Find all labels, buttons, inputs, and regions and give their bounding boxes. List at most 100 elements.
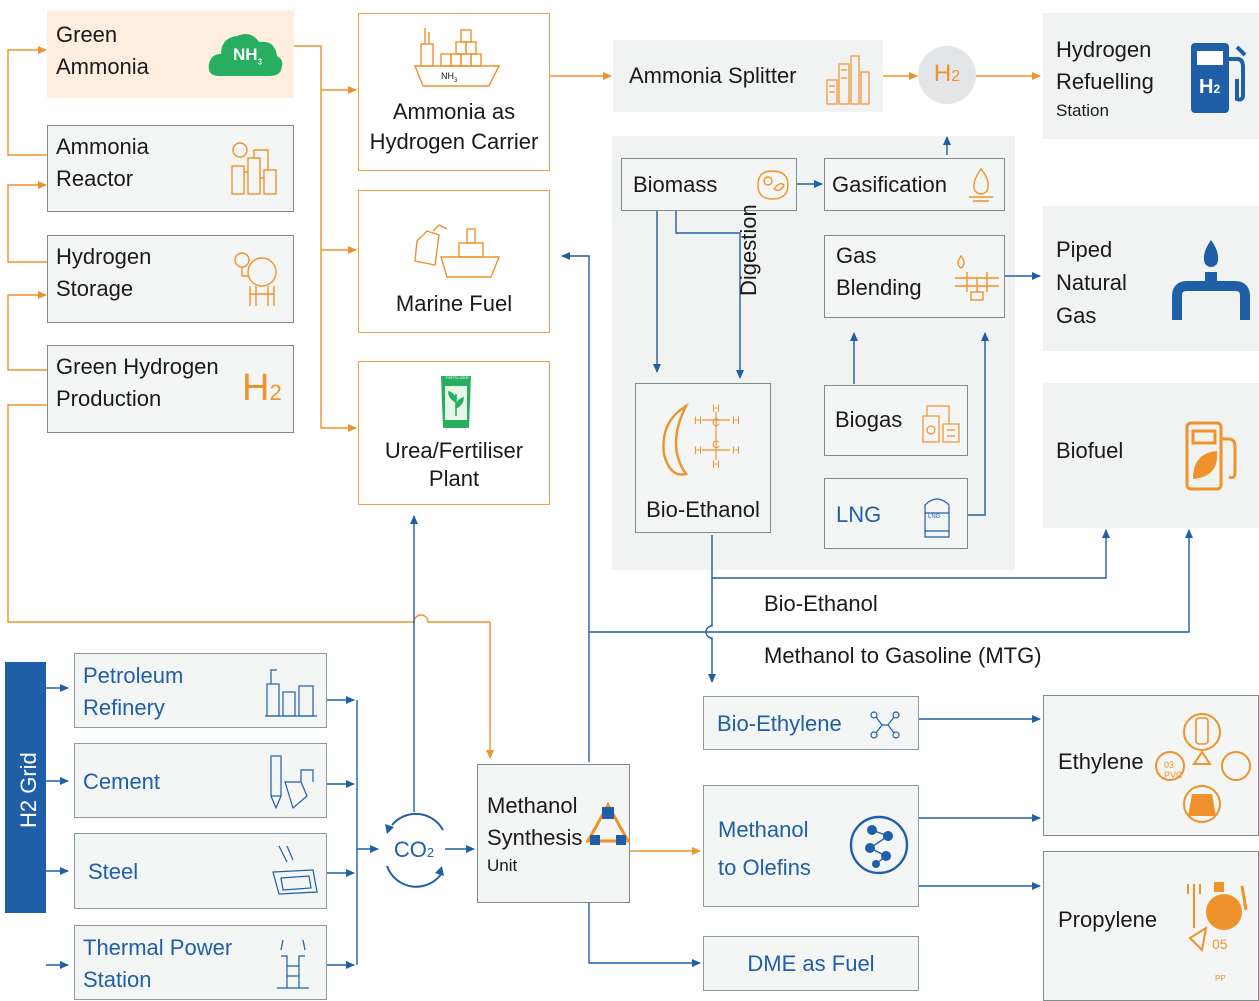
ammonia-reactor-box[interactable]: Ammonia Reactor xyxy=(47,125,294,212)
cement-box[interactable]: Cement xyxy=(74,743,327,818)
green-ammonia-box[interactable]: Green Ammonia NH3 xyxy=(47,10,294,98)
hydrogen-storage-line1: Hydrogen xyxy=(56,244,152,269)
molecule-icon xyxy=(870,711,900,739)
cargo-ship-icon xyxy=(413,28,501,87)
biofuel-box[interactable]: Biofuel xyxy=(1043,383,1259,528)
biogas-box[interactable]: Biogas xyxy=(824,385,968,456)
synthesis-line2: Synthesis xyxy=(487,825,583,850)
urea-line1: Urea/Fertiliser xyxy=(384,438,524,463)
piped-gas-line1: Piped xyxy=(1056,237,1113,262)
urea-line2: Plant xyxy=(428,466,480,491)
biomass-icon xyxy=(757,170,789,200)
bio-ethylene-label: Bio-Ethylene xyxy=(717,711,842,736)
green-cloud-icon xyxy=(208,34,283,76)
steel-ladle-icon xyxy=(272,845,318,895)
refinery-line1: Petroleum xyxy=(83,663,184,688)
lng-box[interactable]: LNG LNG xyxy=(824,478,968,549)
station-line2: Refuelling xyxy=(1056,69,1154,94)
bio-ethylene-box[interactable]: Bio-Ethylene xyxy=(703,696,919,750)
pvc-code: 03 xyxy=(1164,760,1175,770)
pump-symbol-sub: 2 xyxy=(1213,82,1221,96)
pp-code: 05 xyxy=(1212,936,1228,952)
steel-box[interactable]: Steel xyxy=(74,833,327,909)
hydrogen-station-box[interactable]: Hydrogen Refuelling Station H2 xyxy=(1043,13,1259,139)
thermal-power-box[interactable]: Thermal Power Station xyxy=(74,925,327,1000)
lng-tank-icon xyxy=(924,498,950,538)
bio-ethanol-flow-label: Bio-Ethanol xyxy=(764,591,878,616)
refinery-icon xyxy=(826,55,870,105)
biomass-label: Biomass xyxy=(633,172,718,197)
mto-line2: to Olefins xyxy=(718,855,811,880)
storage-tank-icon xyxy=(234,252,277,306)
refinery-line2: Refinery xyxy=(83,695,165,720)
pipeline-valve-icon xyxy=(955,254,999,301)
loop-production-to-storage xyxy=(7,291,47,371)
green-hydrogen-line2: Production xyxy=(56,386,162,411)
splitter-label: Ammonia Splitter xyxy=(629,63,797,88)
lng-tank-label: LNG xyxy=(928,514,941,520)
petroleum-refinery-box[interactable]: Petroleum Refinery xyxy=(74,653,327,728)
synthesis-line3: Unit xyxy=(487,856,518,875)
biomass-digestion xyxy=(675,211,744,379)
ammonia-carrier-box[interactable]: NH3 Ammonia as Hydrogen Carrier xyxy=(358,13,550,171)
mto-line1: Methanol xyxy=(718,817,809,842)
synthesis-cycle-icon xyxy=(586,801,630,845)
svg-text:H: H xyxy=(732,445,740,457)
marine-fuel-label: Marine Fuel xyxy=(395,291,513,316)
mtg-flow-label: Methanol to Gasoline (MTG) xyxy=(764,643,1042,668)
reactor-icon xyxy=(231,142,277,195)
gas-blending-box[interactable]: Gas Blending xyxy=(824,235,1005,318)
green-hydrogen-line1: Green Hydrogen xyxy=(56,354,219,379)
svg-text:H: H xyxy=(712,459,720,471)
co2-node: CO2 xyxy=(384,832,444,868)
station-line3: Station xyxy=(1056,101,1109,120)
hydrogen-pump-icon xyxy=(1191,43,1247,113)
piped-gas-box[interactable]: Piped Natural Gas xyxy=(1043,206,1259,351)
loop-storage-to-reactor xyxy=(7,181,47,263)
green-hydrogen-production-box[interactable]: Green Hydrogen Production H2 xyxy=(47,345,294,433)
svg-text:C: C xyxy=(712,417,720,429)
methanol-synthesis-box[interactable]: Methanol Synthesis Unit xyxy=(477,764,630,903)
synthesis-line1: Methanol xyxy=(487,793,578,818)
piped-gas-line2: Natural xyxy=(1056,270,1127,295)
steel-label: Steel xyxy=(88,859,139,884)
nh3-badge-sub: 3 xyxy=(257,57,263,67)
propylene-products-icon xyxy=(1187,882,1248,953)
h2-node-sub: 2 xyxy=(951,68,961,85)
biogas-plant-icon xyxy=(922,405,960,443)
ammonia-splitter-box[interactable]: Ammonia Splitter xyxy=(613,40,883,112)
pvc-label: PVC xyxy=(1164,770,1183,780)
dme-fuel-box[interactable]: DME as Fuel xyxy=(703,936,919,991)
propylene-box[interactable]: Propylene 05 PP xyxy=(1043,851,1259,1001)
refinery-plant-icon xyxy=(265,669,317,717)
green-ammonia-line2: Ammonia xyxy=(56,54,149,79)
thermal-line1: Thermal Power xyxy=(83,935,233,960)
lng-label: LNG xyxy=(836,502,882,527)
station-line1: Hydrogen xyxy=(1056,37,1152,62)
digestion-label: Digestion xyxy=(736,204,761,296)
methanol-to-dme xyxy=(588,903,701,967)
loop-reactor-to-ammonia xyxy=(7,46,47,156)
svg-text:H: H xyxy=(732,415,740,427)
h2-grid-label: H2 Grid xyxy=(16,752,41,828)
h2-grid-bar[interactable]: H2 Grid xyxy=(5,662,46,913)
gas-blending-line1: Gas xyxy=(836,243,877,268)
gas-pipe-icon xyxy=(1172,240,1250,320)
hydrogen-storage-box[interactable]: Hydrogen Storage xyxy=(47,235,294,323)
methanol-to-olefins-box[interactable]: Methanol to Olefins xyxy=(703,785,919,907)
urea-plant-box[interactable]: FERTILIZER Urea/Fertiliser Plant xyxy=(358,361,550,505)
biomass-box[interactable]: Biomass xyxy=(621,158,797,211)
gasification-label: Gasification xyxy=(832,172,947,197)
piped-gas-line3: Gas xyxy=(1056,303,1097,328)
ammonia-reactor-line1: Ammonia xyxy=(56,134,149,159)
h2-node-symbol: H xyxy=(933,60,952,87)
co2-symbol: CO xyxy=(393,837,427,862)
gasification-box[interactable]: Gasification xyxy=(824,158,1005,211)
propylene-label: Propylene xyxy=(1058,907,1158,932)
fertiliser-bag-icon xyxy=(441,376,471,428)
gas-blending-line2: Blending xyxy=(836,275,922,300)
hydrogen-storage-line2: Storage xyxy=(56,276,134,301)
marine-fuel-box[interactable]: Marine Fuel xyxy=(358,190,550,333)
